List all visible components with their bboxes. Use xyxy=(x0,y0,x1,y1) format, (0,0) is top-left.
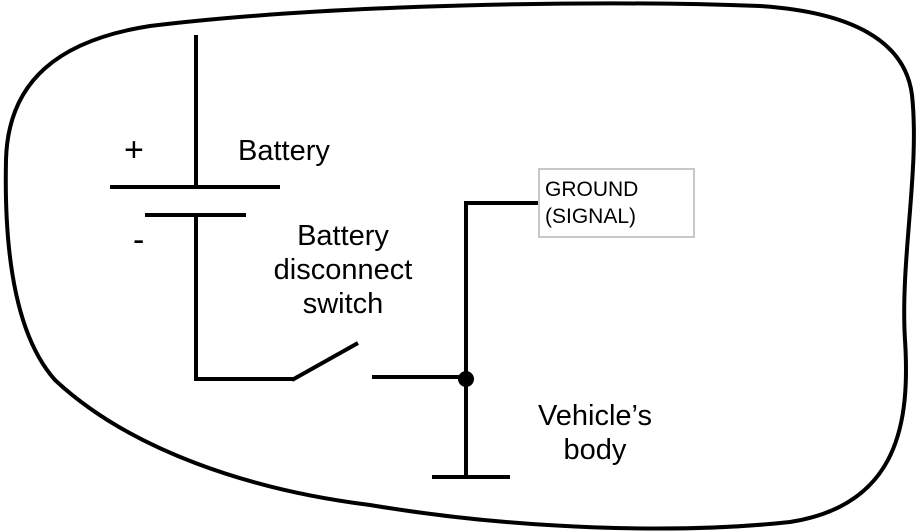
body-label-line2: body xyxy=(563,434,627,466)
minus-sign: - xyxy=(133,221,145,259)
battery-label: Battery xyxy=(238,135,330,167)
switch-label-line1: Battery xyxy=(297,220,389,252)
switch-label: Battery disconnect switch xyxy=(258,219,428,321)
ground-label-line2: (SIGNAL) xyxy=(545,205,637,228)
vehicle-body-label: Vehicle’s body xyxy=(520,399,670,467)
vehicle-body-outline xyxy=(3,1,916,531)
switch-label-line3: switch xyxy=(302,288,384,320)
body-label-line1: Vehicle’s xyxy=(538,400,652,432)
ground-signal-box: GROUND (SIGNAL) xyxy=(538,168,695,238)
switch-blade xyxy=(291,341,359,382)
ground-label-line1: GROUND xyxy=(545,178,639,201)
switch-label-line2: disconnect xyxy=(273,254,413,286)
plus-sign: + xyxy=(124,131,144,169)
